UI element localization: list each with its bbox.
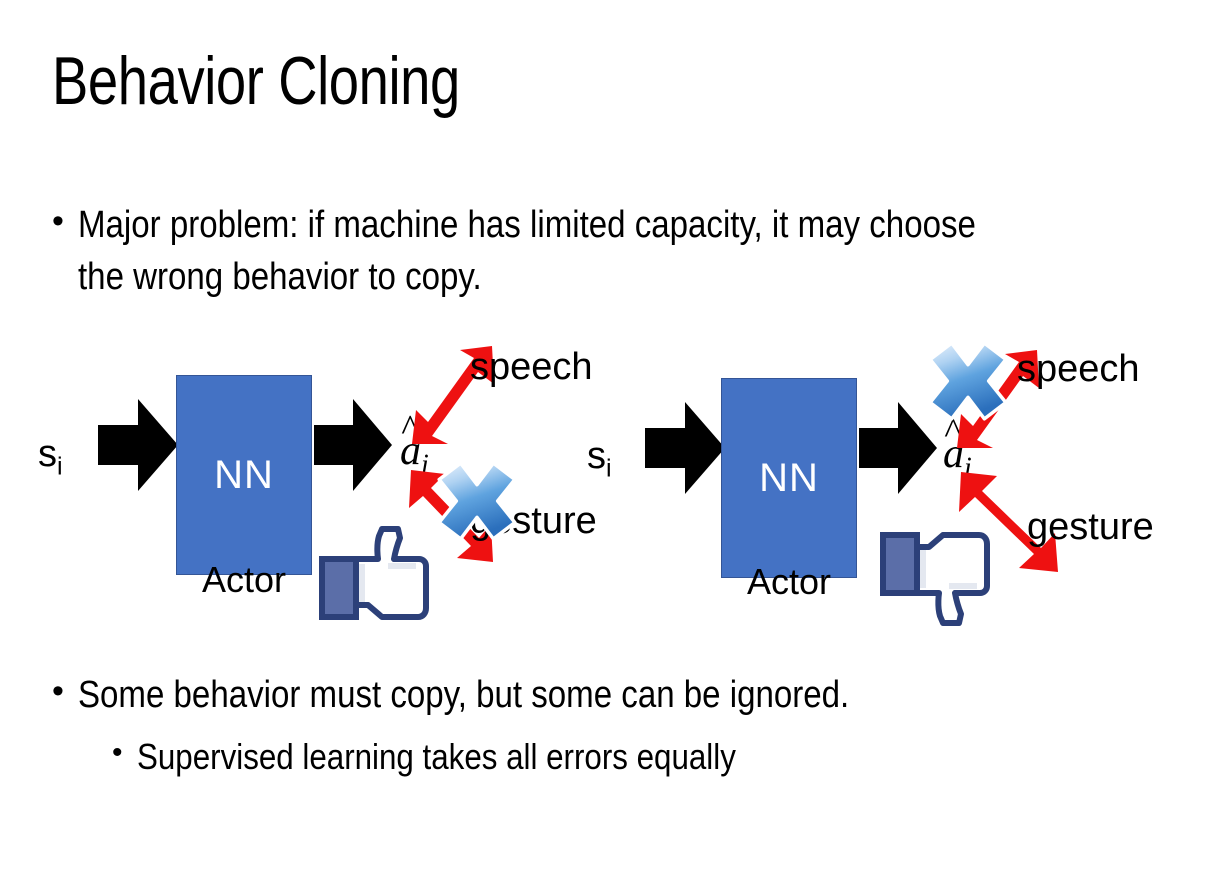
nn-box-left: NN — [176, 375, 312, 575]
state-label-left: si — [38, 433, 63, 479]
state-subscript: i — [57, 452, 63, 481]
branch-label-speech-right: speech — [1017, 348, 1140, 390]
input-arrow-icon-left — [98, 395, 178, 495]
bullet-marker-icon: • — [52, 202, 64, 240]
bullet-marker-icon: • — [52, 672, 64, 710]
nn-box-label: NN — [214, 452, 274, 497]
actor-label-left: Actor — [176, 562, 312, 598]
branch-arrow-gesture-right — [955, 470, 1065, 580]
thumbs-up-icon-left — [316, 526, 432, 626]
state-subscript: i — [606, 454, 612, 483]
actor-label-right: Actor — [721, 564, 857, 600]
bullet-text: Major problem: if machine has limited ca… — [77, 204, 976, 298]
bullet-item-major-problem: • Major problem: if machine has limited … — [52, 200, 1172, 303]
diagram-right-bad-case: si NN Actor ^a i — [565, 330, 1210, 640]
thumbs-down-icon-right — [877, 526, 993, 626]
action-hat-icon: ^ — [944, 411, 963, 453]
branch-label-speech-left: speech — [470, 346, 593, 388]
bullet-text: Some behavior must copy, but some can be… — [77, 674, 850, 716]
input-arrow-icon-right — [645, 398, 725, 498]
output-arrow-icon-right — [859, 398, 937, 498]
action-subscript: i — [964, 452, 972, 484]
state-symbol: s — [38, 433, 57, 475]
bullet-marker-icon: • — [112, 736, 123, 769]
page-title: Behavior Cloning — [52, 43, 460, 119]
cross-out-icon-speech-right — [925, 338, 1011, 424]
bullet-text: Supervised learning takes all errors equ… — [136, 736, 736, 777]
nn-box-label: NN — [759, 455, 819, 500]
cross-out-icon-gesture-left — [434, 458, 520, 544]
branch-label-gesture-right: gesture — [1027, 506, 1154, 548]
bullet-item-some-behavior: • Some behavior must copy, but some can … — [52, 670, 1172, 722]
action-label-right: ^a i — [943, 413, 972, 482]
actor-label-text: Actor — [746, 561, 832, 602]
state-symbol: s — [587, 435, 606, 477]
actor-label-text: Actor — [201, 559, 287, 600]
diagram-left-good-case: si NN Actor ^a i — [0, 330, 620, 640]
nn-box-right: NN — [721, 378, 857, 578]
bullet-item-supervised-learning: • Supervised learning takes all errors e… — [112, 733, 1172, 782]
branch-arrow-speech-left — [410, 340, 500, 450]
state-label-right: si — [587, 435, 612, 481]
output-arrow-icon-left — [314, 395, 392, 495]
action-subscript: i — [421, 449, 429, 481]
